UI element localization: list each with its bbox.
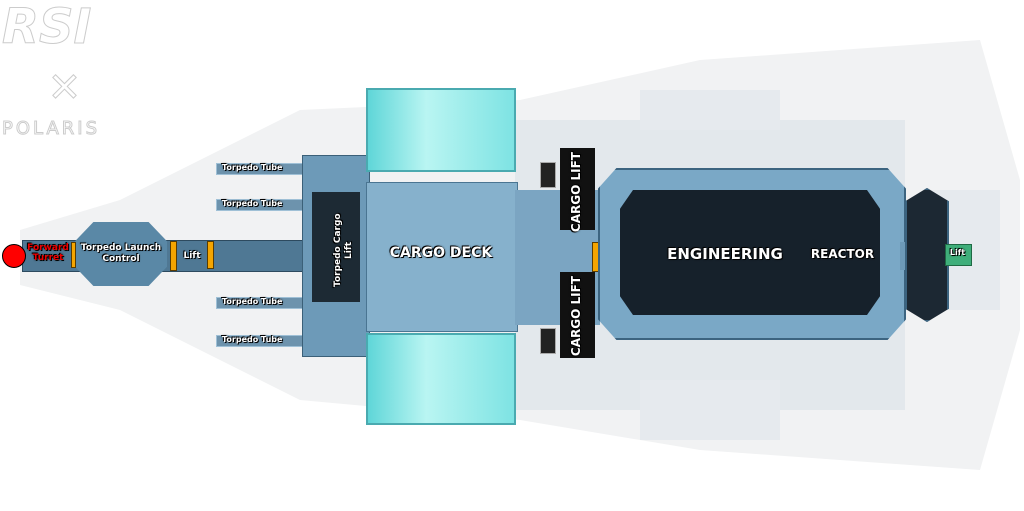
cargo-lift-top[interactable] bbox=[560, 148, 595, 230]
cargo-lift-bottom[interactable] bbox=[560, 272, 595, 358]
torpedo-tube-label: Torpedo Tube bbox=[222, 297, 283, 306]
torpedo-tube-label: Torpedo Tube bbox=[222, 163, 283, 172]
door[interactable] bbox=[592, 242, 599, 272]
torpedo-cargo-lift-label: Torpedo Cargo Lift bbox=[333, 213, 354, 287]
cargo-container-bottom bbox=[366, 333, 516, 425]
reactor-label: REACTOR bbox=[810, 247, 875, 261]
lift-rear[interactable] bbox=[945, 244, 972, 266]
torpedo-cargo-lift[interactable] bbox=[312, 192, 360, 302]
lift-rear-label: Lift bbox=[949, 248, 966, 257]
cargo-lift-bottom-label: CARGO LIFT bbox=[569, 276, 583, 357]
torpedo-tube-label: Torpedo Tube bbox=[222, 199, 283, 208]
door[interactable] bbox=[71, 242, 76, 268]
engineering-label: ENGINEERING bbox=[667, 245, 783, 263]
ladder-icon bbox=[540, 162, 556, 188]
forward-turret-label: Forward Turret bbox=[27, 243, 69, 263]
ladder-icon bbox=[540, 328, 556, 354]
main-corridor bbox=[22, 240, 314, 272]
cargo-lift-top-label: CARGO LIFT bbox=[569, 152, 583, 233]
door[interactable] bbox=[207, 241, 214, 269]
torpedo-tube-label: Torpedo Tube bbox=[222, 335, 283, 344]
door[interactable] bbox=[170, 241, 177, 271]
rsi-logo: RSI ✕ POLARIS bbox=[2, 0, 101, 140]
cargo-container-top bbox=[366, 88, 516, 172]
torpedo-launch-control-label: Torpedo Launch Control bbox=[80, 243, 162, 264]
forward-turret[interactable] bbox=[2, 244, 26, 268]
rear-section bbox=[905, 188, 949, 322]
cargo-deck-label: CARGO DECK bbox=[389, 245, 493, 261]
cargo-deck[interactable] bbox=[366, 182, 518, 332]
torpedo-launch-control-room[interactable] bbox=[75, 222, 167, 286]
engineering-core bbox=[620, 190, 880, 315]
lift-front-label: Lift bbox=[183, 251, 201, 261]
